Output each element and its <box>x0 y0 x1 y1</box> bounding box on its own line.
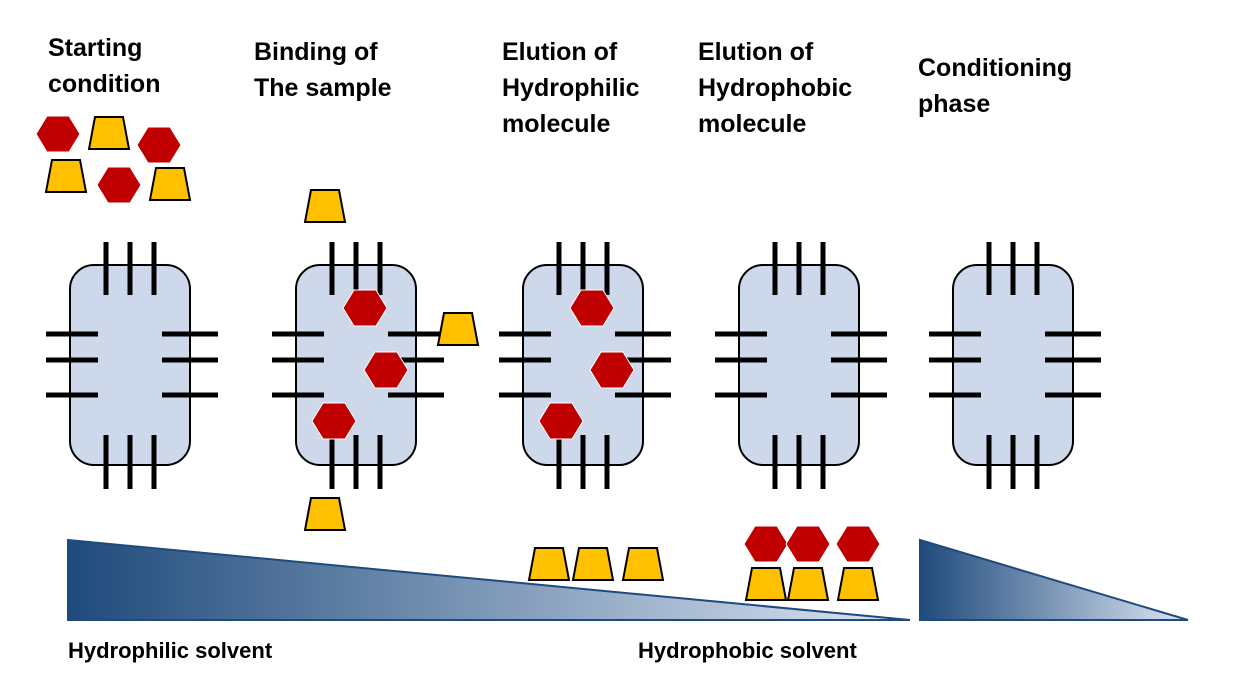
hydrophilic-molecule <box>837 567 879 601</box>
hydrophilic-molecule <box>437 312 479 346</box>
hydrophobic-molecule <box>96 166 142 204</box>
bead-elution-hydrophobic <box>715 242 887 489</box>
bead-conditioning <box>929 242 1101 489</box>
stage-title-elution-hydrophobic: Elution of Hydrophobic molecule <box>698 38 853 138</box>
hydrophilic-molecule <box>572 547 614 581</box>
stage-title-elution-hydrophilic: Elution of Hydrophilic molecule <box>502 38 640 138</box>
solvent-gradient-main <box>67 538 911 621</box>
stage-title-starting-condition: Starting condition <box>48 34 161 98</box>
stage-title-conditioning-phase: Conditioning phase <box>918 54 1073 118</box>
hydrophobic-solvent-label: Hydrophobic solvent <box>638 638 857 663</box>
hydrophilic-molecule <box>745 567 787 601</box>
hydrophilic-molecule <box>528 547 570 581</box>
hydrophilic-molecule <box>45 159 87 193</box>
solvent-gradient-conditioning <box>919 538 1189 621</box>
hydrophilic-molecule <box>149 167 191 201</box>
bead-binding <box>272 242 444 489</box>
hydrophobic-molecule <box>743 525 789 563</box>
stage-title-binding-sample: Binding of The sample <box>254 38 392 102</box>
hydrophilic-solvent-label: Hydrophilic solvent <box>68 638 273 663</box>
hydrophilic-molecule <box>304 497 346 531</box>
hydrophilic-molecule <box>622 547 664 581</box>
hydrophobic-molecule <box>835 525 881 563</box>
hydrophilic-molecule <box>88 116 130 150</box>
bead-elution-hydrophilic <box>499 242 671 489</box>
hydrophobic-molecule <box>35 115 81 153</box>
bead-starting <box>46 242 218 489</box>
hydrophobic-molecule <box>136 126 182 164</box>
hydrophilic-molecule <box>304 189 346 223</box>
hydrophobic-molecule <box>785 525 831 563</box>
hydrophilic-molecule <box>787 567 829 601</box>
